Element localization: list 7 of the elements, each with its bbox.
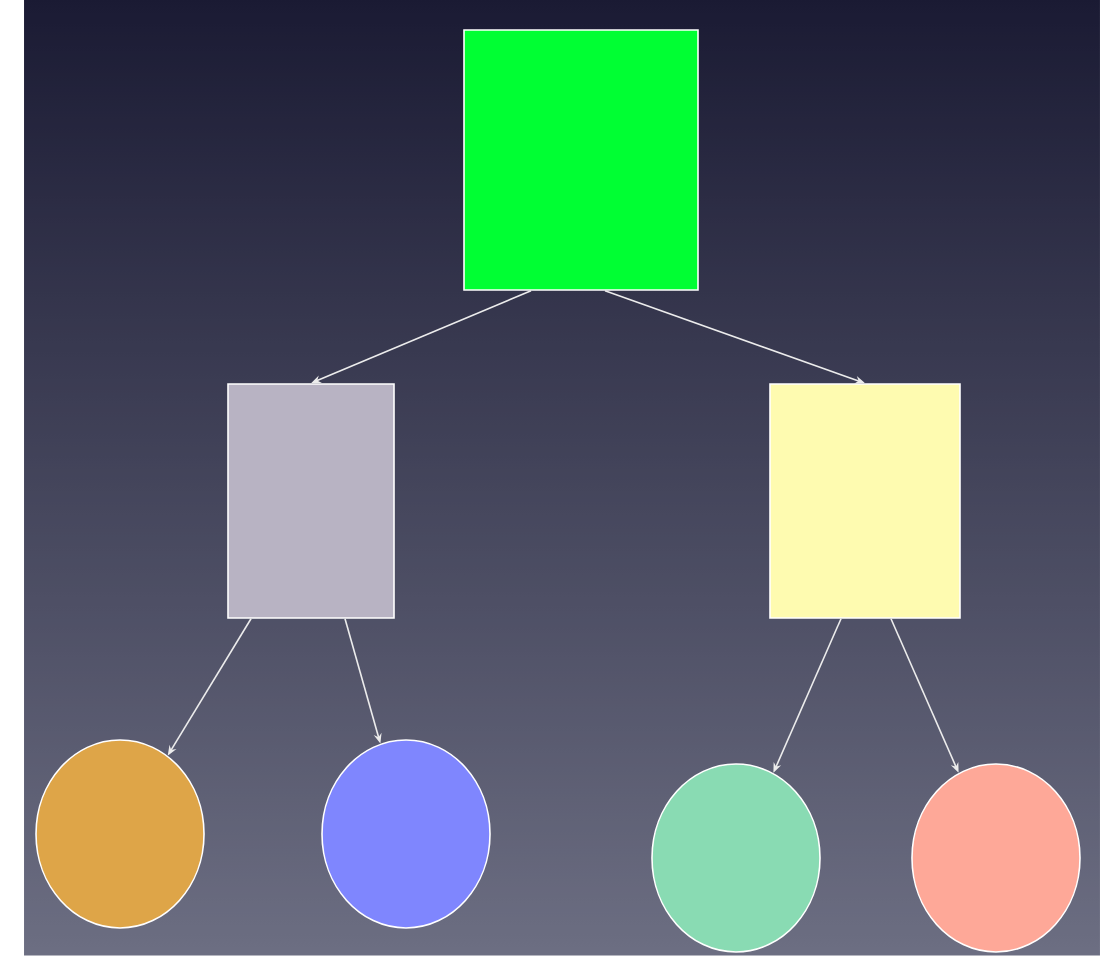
box bbox=[227, 383, 395, 619]
circle bbox=[321, 739, 491, 929]
circle bbox=[911, 763, 1081, 953]
circle bbox=[35, 739, 205, 929]
box bbox=[463, 29, 699, 291]
circle bbox=[651, 763, 821, 953]
box bbox=[769, 383, 961, 619]
